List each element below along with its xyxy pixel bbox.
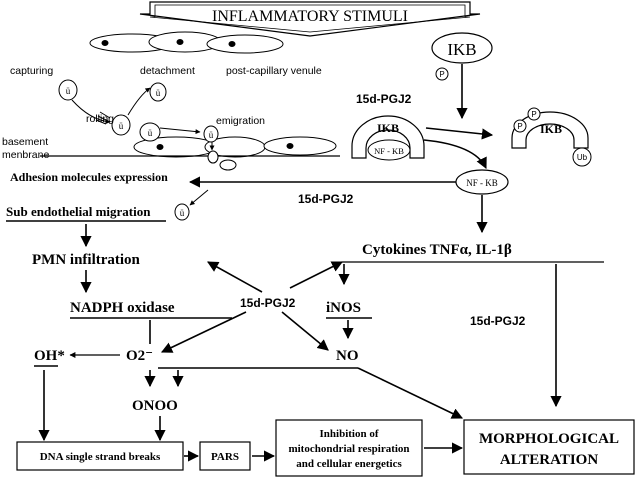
label-rolling: rolling <box>86 113 114 125</box>
ikb-ub-node: IKB P P Ub <box>511 107 592 167</box>
leukocytes <box>58 79 237 221</box>
oh-label: OH* <box>34 348 65 364</box>
svg-text:P: P <box>439 70 444 79</box>
inos-label: iNOS <box>326 300 361 316</box>
venule-cells <box>89 31 337 158</box>
svg-text:ü: ü <box>66 86 71 96</box>
arrow-complex-to-nfkb <box>423 139 487 170</box>
pgj2-top-label: 15d-PGJ2 <box>356 92 412 106</box>
svg-text:NF - KB: NF - KB <box>374 146 404 156</box>
svg-text:ü: ü <box>119 121 124 131</box>
inhibition-box <box>275 419 423 477</box>
onoo-label: ONOO <box>132 398 178 414</box>
label-venule: post-capillary venule <box>226 65 322 77</box>
morph-line-2: ALTERATION <box>500 452 599 468</box>
svg-text:ü: ü <box>209 130 214 140</box>
ikb-nfkb-complex: IKB NF - KB <box>351 115 425 161</box>
cytokines-label: Cytokines TNFα, IL-1β <box>362 242 512 258</box>
dna-label: DNA single strand breaks <box>40 451 161 463</box>
venule-nuclei <box>101 39 294 150</box>
inhibition-line-2: mitochondrial respiration <box>288 443 409 455</box>
nadph-label: NADPH oxidase <box>70 300 175 316</box>
svg-text:IKB: IKB <box>447 40 476 59</box>
pars-box <box>199 441 251 471</box>
morph-box <box>463 419 635 475</box>
label-capturing: capturing <box>10 65 53 77</box>
morph-line-1: MORPHOLOGICAL <box>479 431 619 447</box>
svg-text:IKB: IKB <box>377 121 399 135</box>
arrow-pgj2-to-o2 <box>160 311 247 353</box>
inhibition-line-3: and cellular energetics <box>296 458 402 470</box>
leukocyte-marks: ü ü ü ü ü ü <box>66 86 214 218</box>
subendo-label: Sub endothelial migration <box>6 204 151 219</box>
title-text: INFLAMMATORY STIMULI <box>212 8 408 25</box>
title-banner: INFLAMMATORY STIMULI <box>139 1 481 37</box>
pmn-label: PMN infiltration <box>32 252 141 268</box>
label-emigration: emigration <box>216 115 265 127</box>
pgj2-right-label: 15d-PGJ2 <box>470 314 526 328</box>
svg-text:P: P <box>531 110 536 119</box>
adhesion-label: Adhesion molecules expression <box>10 170 168 184</box>
svg-text:NF - KB: NF - KB <box>466 178 498 188</box>
label-detachment: detachment <box>140 65 195 77</box>
svg-text:P: P <box>517 122 522 131</box>
svg-text:Ub: Ub <box>577 153 588 162</box>
arrow-pgj2-to-no <box>281 311 329 351</box>
svg-text:IKB: IKB <box>540 122 562 136</box>
arrow-no-to-morph <box>357 367 464 419</box>
o2-label: O2⁻ <box>126 348 153 364</box>
dna-box <box>16 441 184 471</box>
svg-text:ü: ü <box>156 88 161 98</box>
leukocyte-motion-arrows <box>71 87 215 206</box>
arrow-pgj2-to-cytokines <box>289 261 344 289</box>
inhibition-line-1: Inhibition of <box>320 428 379 440</box>
pgj2-center-label: 15d-PGJ2 <box>240 296 296 310</box>
ikb-free-node: IKB P <box>431 32 493 81</box>
arrow-complex-to-ub <box>425 127 494 140</box>
label-membrane: menbrane <box>2 149 49 161</box>
pars-label: PARS <box>211 451 239 463</box>
nfkb-free-node: NF - KB <box>455 169 509 195</box>
svg-text:ü: ü <box>148 128 153 138</box>
no-label: NO <box>336 348 359 364</box>
svg-text:ü: ü <box>180 208 185 218</box>
arrow-pgj2-to-pmn <box>207 261 263 293</box>
pgj2-adhesion-label: 15d-PGJ2 <box>298 192 354 206</box>
label-basement: basement <box>2 136 48 148</box>
